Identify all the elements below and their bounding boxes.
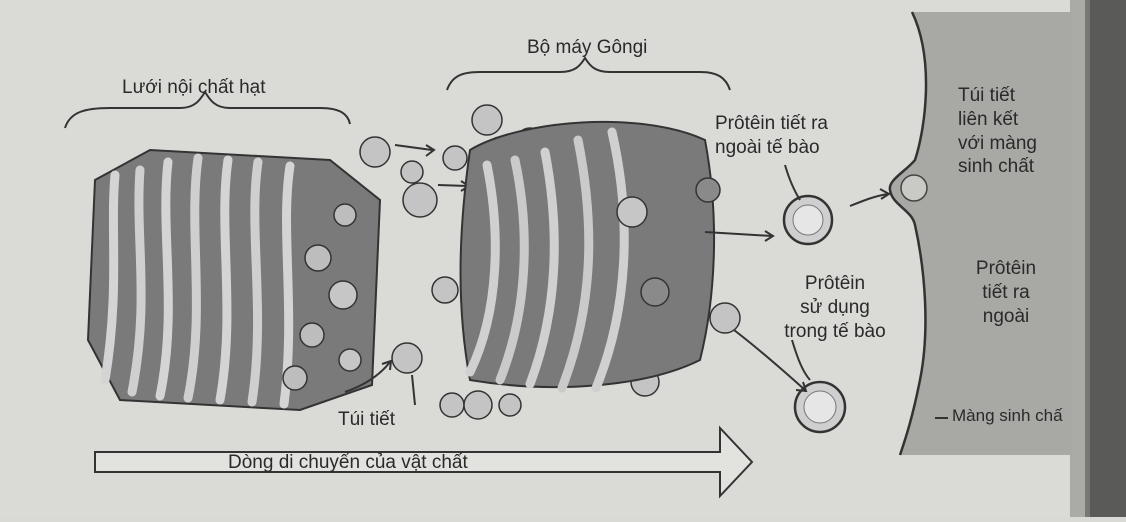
label-rough-er: Lưới nội chất hạt <box>122 76 265 100</box>
label-flow: Dòng di chuyển của vật chất <box>228 451 468 475</box>
label-golgi: Bộ máy Gôngi <box>527 36 647 60</box>
golgi-apparatus <box>461 122 720 388</box>
vesicle-in-cell <box>795 382 845 432</box>
label-vesicle-membrane: Túi tiết liên kết với màng sinh chất <box>958 84 1037 179</box>
secretory-vesicle-out <box>784 196 832 244</box>
label-vesicle: Túi tiết <box>338 408 395 432</box>
label-protein-outside: Prôtêin tiết ra ngoài <box>966 257 1046 328</box>
label-plasma-membrane: Màng sinh chấ <box>952 405 1063 426</box>
label-secreted-protein: Prôtêin tiết ra ngoài tế bào <box>715 112 828 160</box>
fused-vesicle <box>901 175 927 201</box>
rough-er <box>88 150 380 410</box>
label-protein-inside: Prôtêin sử dụng trong tế bào <box>770 272 900 343</box>
page-edge-shadow <box>1085 0 1126 517</box>
